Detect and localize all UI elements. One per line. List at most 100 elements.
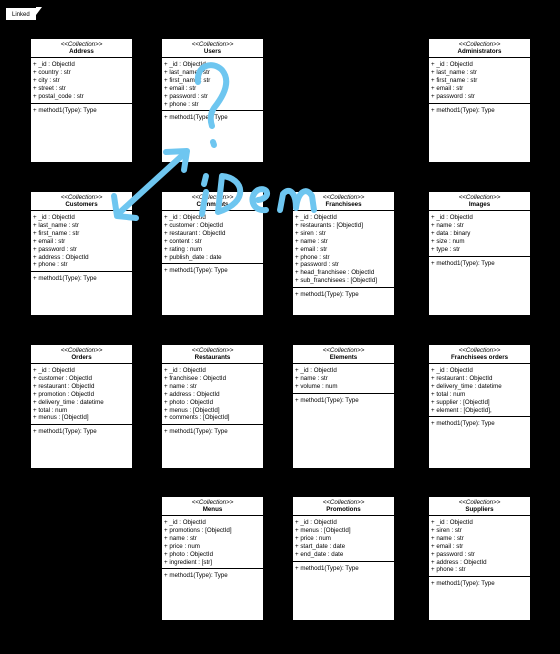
class-orders[interactable]: <<Collection>>Orders + _id : ObjectId+ cu… [30,344,133,469]
class-menus[interactable]: <<Collection>>Menus+ _id : ObjectId+ pro… [161,496,264,621]
class-attribute: + first_name : str [33,229,80,237]
diagram-tab[interactable]: Linked [5,7,42,21]
class-header: <<Collection>>Elements [293,345,394,364]
class-method: + method1(Type): Type [33,428,97,436]
class-attribute: + end_date : date [295,550,344,558]
class-attribute: + _id : ObjectId [164,367,206,374]
class-stereotype: <<Collection>> [322,499,365,506]
class-elements[interactable]: <<Collection>>Elements + _id : ObjectId + … [292,344,395,469]
class-method: + method1(Type): Type [164,572,228,580]
class-name: Menus [202,506,223,513]
class-attributes: + _id : ObjectId+ last_name : str+ first… [162,58,263,112]
class-attribute: + country : str [33,68,71,76]
class-stereotype: <<Collection>> [60,347,103,354]
class-address[interactable]: <<Collection>>Address+ _id : ObjectId+ c… [30,38,133,163]
class-attribute: + restaurants : [ObjectId] [295,221,363,229]
class-name: Franchisees orders [450,354,509,361]
class-users[interactable]: <<Collection>>Users+ _id : ObjectId+ las… [161,38,264,163]
class-attribute: + delivery_time : datetime [431,382,502,390]
class-attribute: + password : str [295,261,339,269]
class-attributes: + _id : ObjectId+ menus : [ObjectId]+ pr… [293,516,394,562]
class-attribute: + price : num [164,542,200,550]
class-name: Restaurants [194,354,231,361]
class-attributes: + _id : ObjectId+ last_name : str+ first… [429,58,530,104]
class-attributes: + _id : ObjectId+ siren : str+ name : st… [429,516,530,578]
class-suppliers[interactable]: <<Collection>>Suppliers+ _id : ObjectId+… [428,496,531,621]
class-header: <<Collection>>Images [429,192,530,211]
class-attribute: + siren : str [295,229,326,237]
class-method: + method1(Type): Type [431,106,495,114]
class-attribute: + email : str [33,237,66,245]
class-stereotype: <<Collection>> [191,194,234,201]
class-attribute: + data : binary [431,229,471,237]
class-attribute: + customer : ObjectId [33,374,92,382]
class-attribute: + street : str [33,84,66,92]
class-attribute: + restaurant : ObjectId [431,374,493,382]
class-attribute: + password : str [33,245,77,253]
class-name: Administrators [457,48,502,55]
class-header: <<Collection>>Comments [162,192,263,211]
class-attribute: + _id : ObjectId [33,61,75,68]
class-attributes: + _id : ObjectId+ customer : ObjectId+ r… [162,211,263,265]
class-method: + method1(Type): Type [33,275,97,283]
class-attribute: + _id : ObjectId [33,214,75,221]
class-attribute: + password : str [164,92,208,100]
class-name: Orders [71,354,92,361]
class-attribute: + password : str [431,92,475,100]
class-attribute: + _id : ObjectId [164,214,206,221]
class-attribute: + photo : ObjectId [164,550,214,558]
class-comments[interactable]: <<Collection>>Comments+ _id : ObjectId+ … [161,191,264,316]
class-promotions[interactable]: <<Collection>>Promotions+ _id : ObjectId… [292,496,395,621]
class-customers[interactable]: <<Collection>>Customers + _id : ObjectId +… [30,191,133,316]
class-name: Elements [329,354,358,361]
class-name: Comments [196,201,229,208]
class-stereotype: <<Collection>> [458,499,501,506]
class-restaurants[interactable]: <<Collection>>Restaurants+ _id : ObjectI… [161,344,264,469]
class-attribute: + price : num [295,534,331,542]
class-images[interactable]: <<Collection>>Images+ _id : ObjectId+ na… [428,191,531,316]
class-stereotype: <<Collection>> [191,499,234,506]
class-attribute: + _id : ObjectId [33,367,75,374]
class-attribute: + email : str [431,542,464,550]
class-method: + method1(Type): Type [431,420,495,428]
class-attribute: + address : ObjectId [164,390,220,398]
class-attribute: + name : str [164,534,197,542]
class-method: + method1(Type): Type [164,267,228,275]
class-attribute: + menus : [ObjectId] [164,406,220,414]
letter-i-dot [201,173,209,187]
class-method: + method1(Type): Type [295,564,359,572]
class-name: Customers [65,201,98,208]
class-administrators[interactable]: <<Collection>>Administrators+ _id : Obje… [428,38,531,163]
class-header: <<Collection>>Customers [31,192,132,211]
class-attribute: + head_franchisee : ObjectId [295,269,375,277]
class-header: <<Collection>>Users [162,39,263,58]
class-method: + method1(Type): Type [295,291,359,299]
class-attribute: + password : str [431,550,475,558]
class-stereotype: <<Collection>> [458,194,501,201]
class-method: + method1(Type): Type [164,428,228,436]
class-stereotype: <<Collection>> [458,347,501,354]
class-attribute: + comments : [ObjectId] [164,414,230,422]
class-attribute: + total : num [431,390,466,398]
class-name: Suppliers [465,506,494,513]
class-attribute: + phone : str [295,253,330,261]
class-franchisees[interactable]: <<Collection>>Franchisees+ _id : ObjectI… [292,191,395,316]
class-franchisees-orders[interactable]: <<Collection>>Franchisees orders+ _id : … [428,344,531,469]
class-stereotype: <<Collection>> [322,347,365,354]
class-attributes: + _id : ObjectId+ restaurants : [ObjectI… [293,211,394,289]
class-header: <<Collection>>Administrators [429,39,530,58]
class-attribute: + _id : ObjectId [295,519,337,526]
class-name: Users [203,48,222,55]
class-attribute: + promotions : [ObjectId] [164,526,232,534]
class-attribute: + restaurant : ObjectId [33,382,95,390]
class-attribute: + _id : ObjectId [164,61,206,68]
class-header: <<Collection>>Franchisees orders [429,345,530,364]
class-attribute: + phone : str [164,100,199,108]
class-attribute: + start_date : date [295,542,346,550]
class-attributes: + _id : ObjectId+ customer : ObjectId+ r… [31,364,132,426]
class-header: <<Collection>>Suppliers [429,497,530,516]
class-method: + method1(Type): Type [295,396,359,404]
class-attribute: + ingredient : [str] [164,558,212,566]
class-attributes: + _id : ObjectId+ restaurant : ObjectId+… [429,364,530,418]
class-attribute: + _id : ObjectId [295,367,337,374]
